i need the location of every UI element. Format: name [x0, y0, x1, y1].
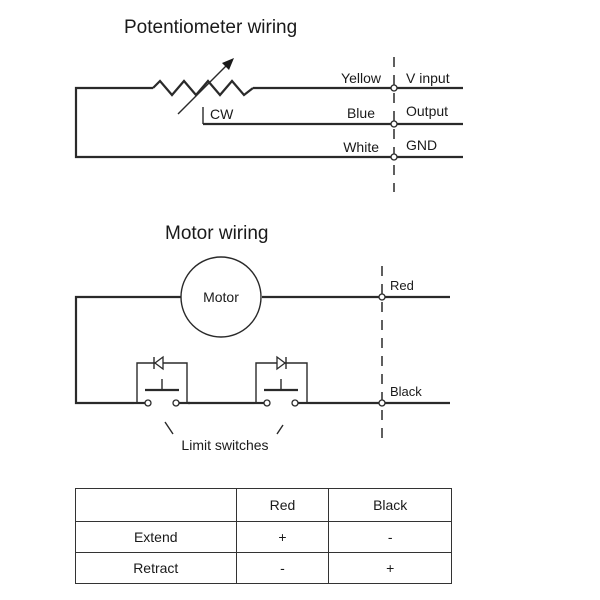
table-cell: -	[235, 552, 330, 584]
table-cell: +	[235, 521, 330, 553]
wire-label-blue: Blue	[347, 105, 375, 121]
table-header-cell	[75, 488, 237, 522]
diode-icon	[153, 355, 164, 371]
limit-switch-2	[254, 355, 310, 408]
table-header-row: Red Black	[75, 488, 452, 522]
variable-arrow	[177, 62, 230, 115]
table-cell: +	[328, 552, 452, 584]
terminal-icon	[378, 293, 386, 301]
limit-switch-pointer	[276, 424, 284, 435]
limit-switches-label: Limit switches	[181, 437, 268, 453]
cw-label: CW	[210, 106, 234, 122]
terminal-icon	[378, 399, 386, 407]
terminal-icon	[390, 120, 398, 128]
motor-symbol	[180, 256, 262, 338]
wire-label-black: Black	[390, 384, 422, 399]
wire-label-red: Red	[390, 278, 414, 293]
motor-title: Motor wiring	[165, 223, 268, 244]
terminal-icon	[390, 153, 398, 161]
signal-label-gnd: GND	[406, 137, 437, 153]
potentiometer-title: Potentiometer wiring	[124, 17, 297, 38]
limit-switch-pointer	[164, 421, 174, 435]
polarity-table: Red Black Extend + - Retract - +	[75, 488, 452, 584]
wire-label-white: White	[343, 139, 379, 155]
table-row: Retract - +	[75, 552, 452, 584]
wire-label-yellow: Yellow	[341, 70, 382, 86]
row-label: Retract	[75, 552, 237, 584]
table-cell: -	[328, 521, 452, 553]
resistor-symbol	[152, 79, 254, 97]
signal-label-output: Output	[406, 103, 448, 119]
table-row: Extend + -	[75, 521, 452, 553]
row-label: Extend	[75, 521, 237, 553]
motor-label: Motor	[203, 289, 239, 305]
white-wire	[74, 86, 463, 159]
arrow-head-icon	[222, 58, 234, 70]
terminal-icon	[390, 84, 398, 92]
table-header-cell: Red	[235, 488, 330, 522]
diode-icon	[276, 355, 287, 371]
table-header-cell: Black	[328, 488, 452, 522]
limit-switch-1	[134, 355, 190, 408]
signal-label-vinput: V input	[406, 70, 450, 86]
